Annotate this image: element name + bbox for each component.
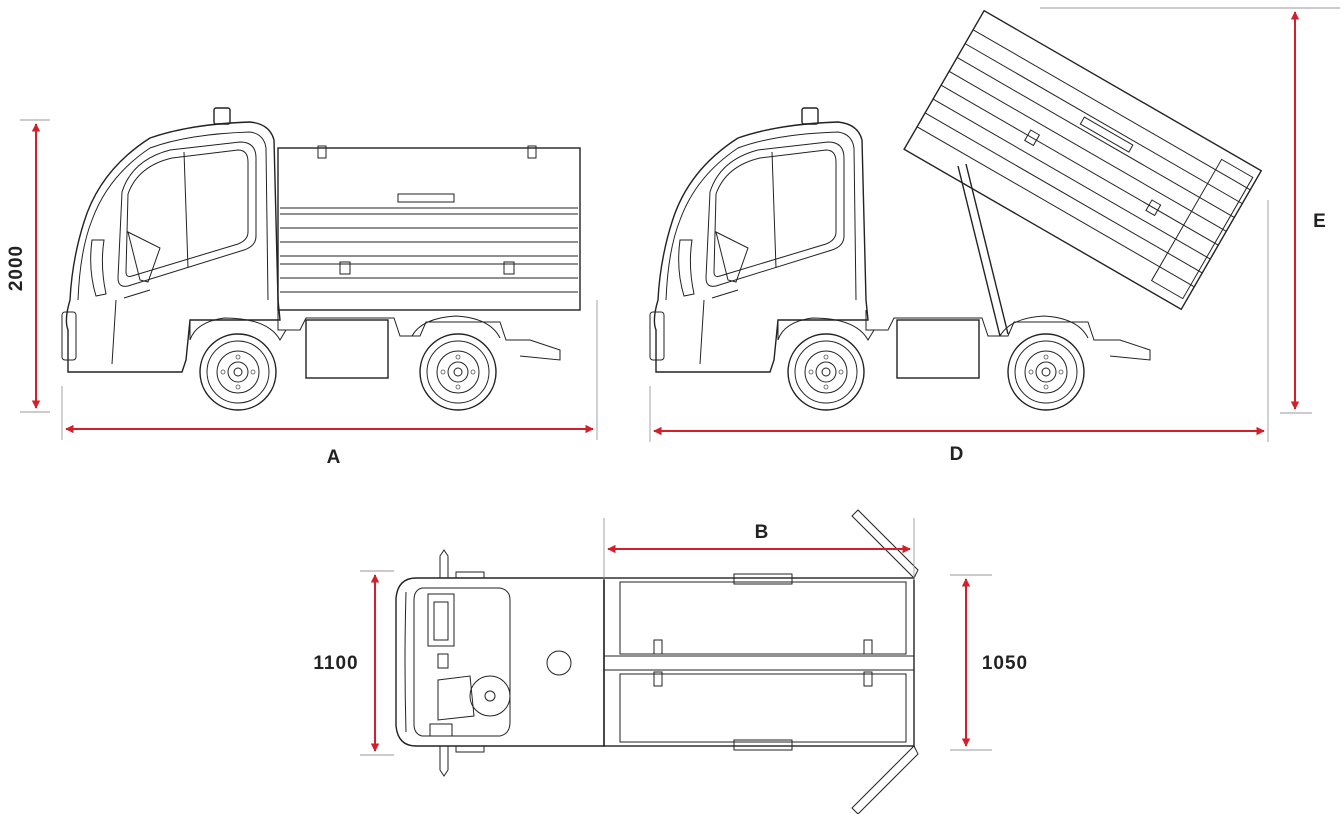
dimension-1100-label: 1100 (313, 653, 358, 674)
dimension-2000: 2000 (6, 119, 50, 413)
side-view-tipped-vehicle (649, 9, 1263, 411)
dimension-b-label: B (755, 522, 770, 543)
dimension-d-label: D (950, 444, 965, 465)
dimension-a: A (61, 300, 598, 468)
dimension-d: D (649, 200, 1269, 465)
dimension-b: B (603, 518, 915, 580)
top-view-vehicle (395, 509, 919, 814)
dimension-e: E (1040, 7, 1340, 414)
side-view-vehicle (61, 107, 581, 411)
dimension-1050: 1050 (950, 574, 1028, 751)
dimension-a-label: A (327, 447, 342, 468)
dimension-2000-label: 2000 (6, 245, 27, 291)
dimension-1100: 1100 (313, 570, 394, 756)
dimension-e-label: E (1313, 211, 1327, 232)
dimension-1050-label: 1050 (982, 653, 1028, 674)
